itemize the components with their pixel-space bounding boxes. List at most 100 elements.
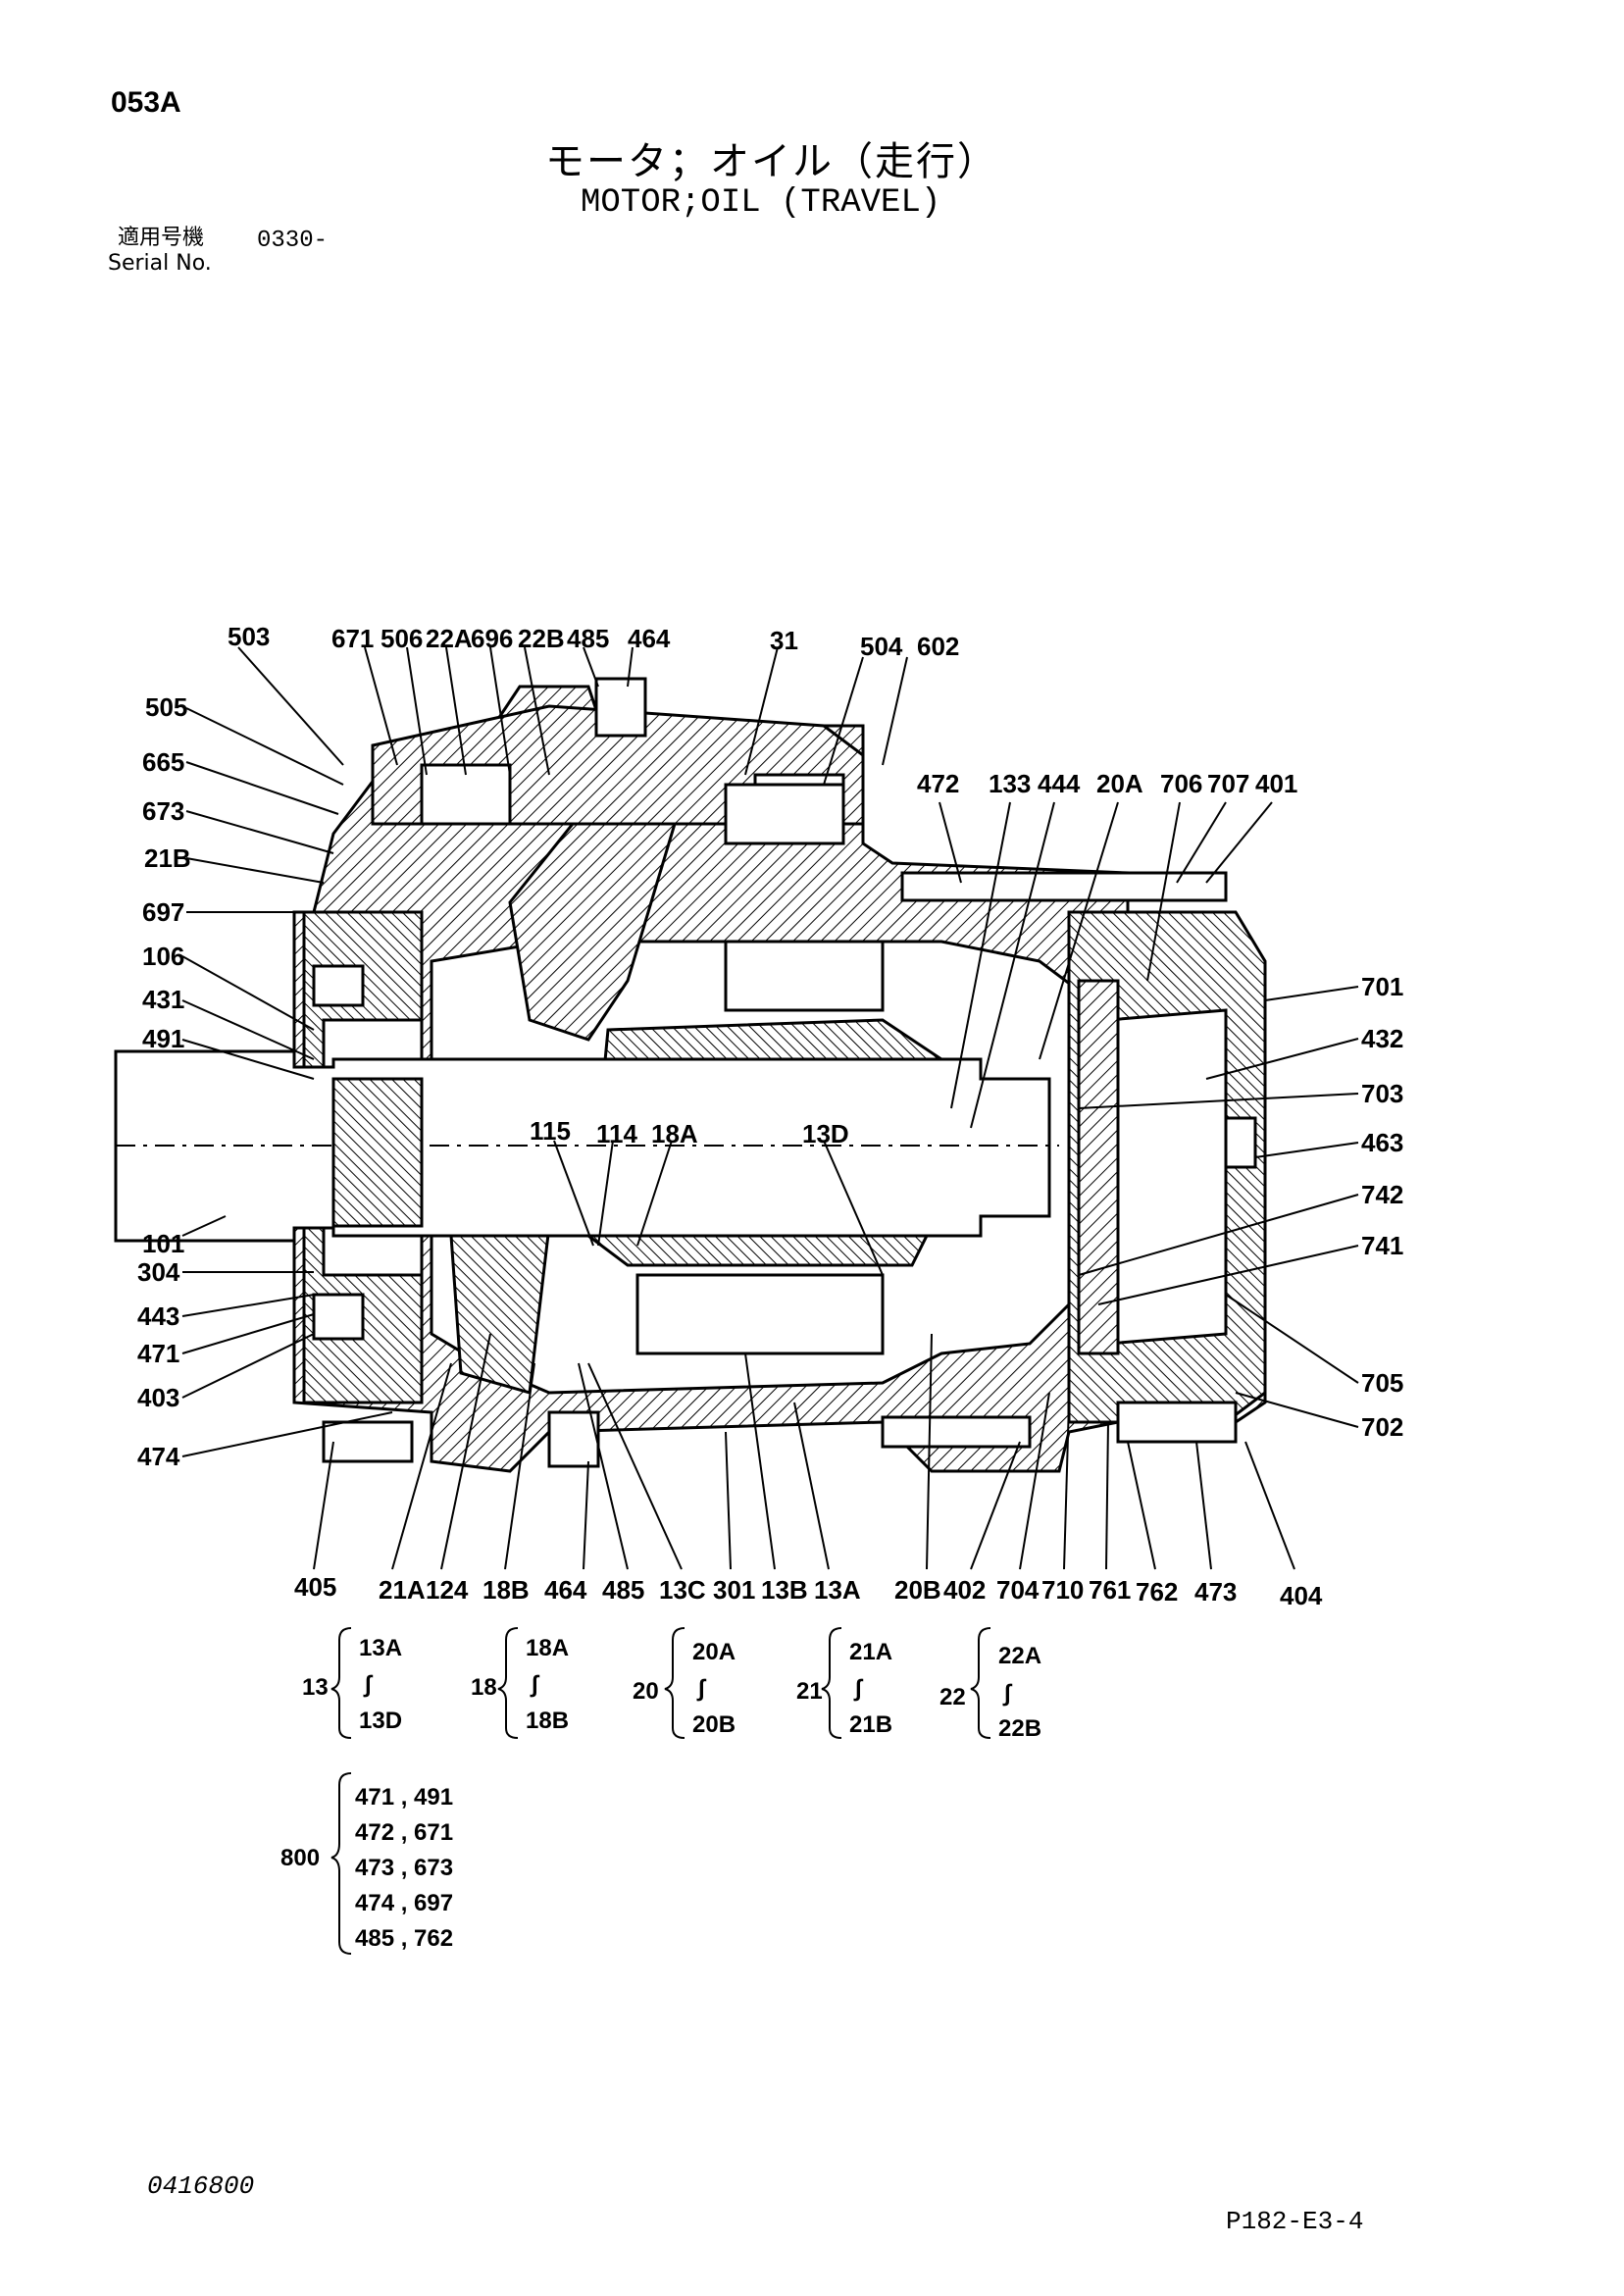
- callout-673: 673: [142, 796, 184, 826]
- group-22-id: 22: [939, 1684, 966, 1710]
- flange-bolt-bottom: [322, 1420, 414, 1463]
- callout-13b: 13B: [761, 1575, 808, 1605]
- callout-705: 705: [1361, 1368, 1403, 1398]
- callout-124: 124: [426, 1575, 469, 1605]
- callout-22a: 22A: [426, 624, 473, 653]
- serial-label-jp: 適用号機: [118, 226, 205, 250]
- group-13-id: 13: [302, 1674, 329, 1701]
- callout-18b: 18B: [482, 1575, 530, 1605]
- plug-top: [594, 677, 647, 738]
- callout-22b: 22B: [518, 624, 565, 653]
- callout-471: 471: [137, 1339, 179, 1368]
- callout-761: 761: [1089, 1575, 1131, 1605]
- kit-row-4: 474 , 697: [355, 1890, 453, 1916]
- callout-703: 703: [1361, 1079, 1403, 1108]
- group-21-to: 21B: [849, 1711, 892, 1738]
- group-21-tilde: ∫: [853, 1675, 864, 1702]
- callout-401: 401: [1255, 769, 1297, 798]
- tie-bolt-upper: [900, 871, 1228, 902]
- callout-491: 491: [142, 1024, 184, 1053]
- callout-464-bottom: 464: [544, 1575, 587, 1605]
- callout-101: 101: [142, 1229, 184, 1258]
- flange-bolt-upper: [312, 964, 365, 1007]
- shaft-bearing: [331, 1077, 424, 1228]
- group-22-to: 22B: [998, 1715, 1041, 1742]
- group-21-id: 21: [796, 1678, 823, 1705]
- callout-706: 706: [1160, 769, 1202, 798]
- callout-20b: 20B: [894, 1575, 941, 1605]
- callout-710: 710: [1041, 1575, 1084, 1605]
- callout-20a: 20A: [1096, 769, 1143, 798]
- kit-row-5: 485 , 762: [355, 1925, 453, 1952]
- brake-discs: [1077, 979, 1120, 1355]
- callout-696: 696: [471, 624, 513, 653]
- callout-473: 473: [1194, 1577, 1237, 1607]
- rear-cover-bore: [1106, 1008, 1228, 1346]
- callout-13c: 13C: [659, 1575, 706, 1605]
- callout-472: 472: [917, 769, 959, 798]
- callout-13d: 13D: [802, 1119, 849, 1148]
- callout-404: 404: [1280, 1581, 1323, 1610]
- callout-21b: 21B: [144, 843, 191, 873]
- callout-464-top: 464: [628, 624, 671, 653]
- callout-742: 742: [1361, 1180, 1403, 1209]
- callout-485-top: 485: [567, 624, 609, 653]
- callout-503: 503: [228, 622, 270, 651]
- assembly-groups: [330, 1627, 991, 1955]
- group-18-tilde: ∫: [530, 1671, 540, 1698]
- group-18-to: 18B: [526, 1708, 569, 1734]
- group-13-from: 13A: [359, 1635, 402, 1661]
- tie-bolt-lower: [881, 1415, 1032, 1449]
- callout-463: 463: [1361, 1128, 1403, 1157]
- callout-443: 443: [137, 1301, 179, 1331]
- relief-valve: [724, 783, 845, 845]
- callout-402: 402: [943, 1575, 986, 1605]
- callout-21a: 21A: [379, 1575, 426, 1605]
- serial-label: 適用号機 Serial No.: [108, 226, 212, 277]
- callout-18a: 18A: [651, 1119, 698, 1148]
- callout-301: 301: [713, 1575, 755, 1605]
- kit-row-1: 471 , 491: [355, 1784, 453, 1811]
- serial-label-en: Serial No.: [108, 251, 212, 276]
- group-22-from: 22A: [998, 1643, 1041, 1669]
- plug-bottom: [547, 1410, 600, 1468]
- title-japanese: モータ；オイル（走行）: [545, 139, 998, 184]
- kit-row-2: 472 , 671: [355, 1819, 453, 1846]
- serial-value: 0330-: [257, 228, 329, 254]
- kit-row-3: 473 , 673: [355, 1855, 453, 1881]
- piston-lower: [635, 1273, 885, 1355]
- callout-702: 702: [1361, 1412, 1403, 1442]
- callout-701: 701: [1361, 972, 1403, 1001]
- callout-762: 762: [1136, 1577, 1178, 1607]
- callout-403: 403: [137, 1383, 179, 1412]
- callout-485-bottom: 485: [602, 1575, 644, 1605]
- callout-13a: 13A: [814, 1575, 861, 1605]
- callout-106: 106: [142, 942, 184, 971]
- group-18-id: 18: [471, 1674, 497, 1701]
- group-20-to: 20B: [692, 1711, 736, 1738]
- callout-444: 444: [1038, 769, 1081, 798]
- group-20-tilde: ∫: [696, 1675, 707, 1702]
- callout-506: 506: [381, 624, 423, 653]
- group-22-tilde: ∫: [1002, 1680, 1013, 1707]
- callout-115: 115: [530, 1116, 571, 1146]
- group-21-from: 21A: [849, 1639, 892, 1665]
- callout-505: 505: [145, 692, 187, 722]
- callout-405: 405: [294, 1572, 336, 1602]
- group-20-from: 20A: [692, 1639, 736, 1665]
- side-plug: [1224, 1116, 1257, 1169]
- drawing-body: [114, 677, 1267, 1473]
- callout-697: 697: [142, 897, 184, 927]
- group-13-tilde: ∫: [363, 1671, 374, 1698]
- title-english: MOTOR;OIL (TRAVEL): [581, 184, 941, 222]
- callout-432: 432: [1361, 1024, 1403, 1053]
- callout-31: 31: [770, 626, 798, 655]
- callout-133: 133: [989, 769, 1031, 798]
- callout-labels: 503 671 506 22A 696 22B 485 464 31 504 6…: [137, 622, 1403, 1610]
- callout-504: 504: [860, 632, 903, 661]
- callout-665: 665: [142, 747, 184, 777]
- rear-bolt: [1116, 1401, 1238, 1444]
- callout-304: 304: [137, 1257, 180, 1287]
- callout-704: 704: [996, 1575, 1040, 1605]
